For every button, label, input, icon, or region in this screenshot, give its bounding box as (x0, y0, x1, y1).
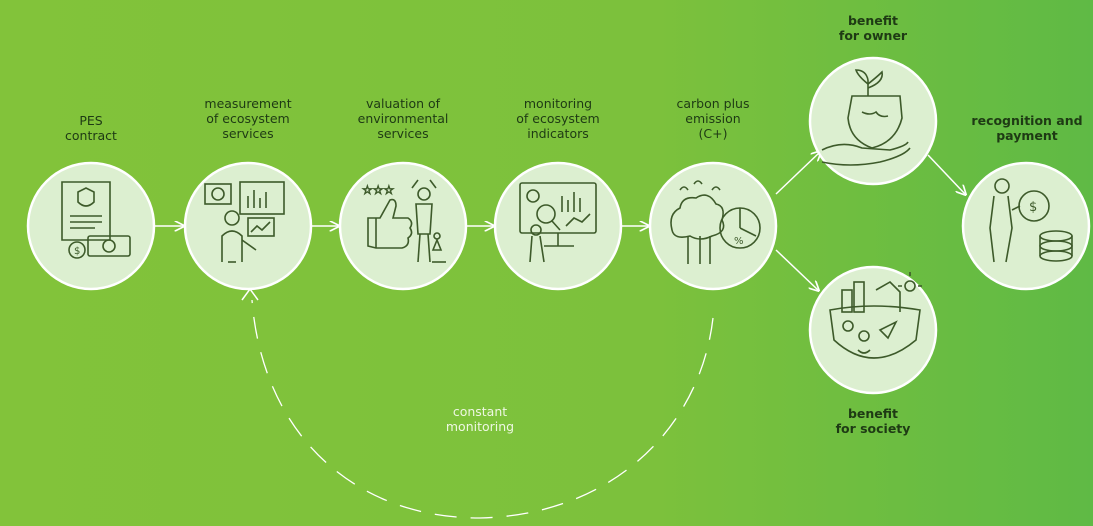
monitor-magnifier-icon (519, 182, 597, 263)
step-label-measurement: measurement of ecosystem services (204, 96, 292, 141)
arrow-step5-society (775, 249, 818, 290)
contract-document-icon: $ (61, 181, 131, 259)
step-label-valuation: valuation of environmental services (357, 96, 449, 141)
branch-label-society: benefit for society (835, 406, 911, 436)
step-circle-carbon: % (648, 161, 778, 291)
constant-monitoring-loop (251, 299, 714, 519)
loop-arrowhead (241, 287, 259, 301)
step-circle-valuation: ☆☆☆ (338, 161, 468, 291)
city-nature-globe-icon (829, 272, 922, 359)
branch-circle-owner (808, 56, 938, 186)
forest-percent-icon: % (670, 180, 761, 264)
thumbs-up-rating-icon: ☆☆☆ (362, 179, 446, 263)
step-circle-measurement (183, 161, 313, 291)
step-circle-contract: $ (26, 161, 156, 291)
step-label-contract: PES contract (65, 113, 117, 143)
final-circle-recognition: $ (961, 161, 1091, 291)
branch-label-owner: benefit for owner (838, 13, 908, 43)
person-with-coins-icon: $ (989, 178, 1073, 263)
svg-text:☆☆☆: ☆☆☆ (362, 183, 394, 197)
arrow-owner-final (927, 154, 965, 194)
step-label-monitoring: monitoring of ecosystem indicators (516, 96, 600, 141)
analyst-dashboard-icon (204, 181, 285, 263)
final-label-recognition: recognition and payment (971, 113, 1083, 143)
step-circle-monitoring (493, 161, 623, 291)
svg-text:$: $ (74, 246, 80, 257)
branch-circle-society (808, 265, 938, 395)
svg-text:%: % (734, 236, 744, 247)
step-label-carbon: carbon plus emission (C+) (676, 96, 750, 141)
loop-label-monitoring: constant monitoring (445, 404, 515, 434)
hand-holding-globe-icon (821, 69, 911, 166)
arrow-step5-owner (775, 152, 820, 195)
svg-text:$: $ (1029, 200, 1037, 215)
